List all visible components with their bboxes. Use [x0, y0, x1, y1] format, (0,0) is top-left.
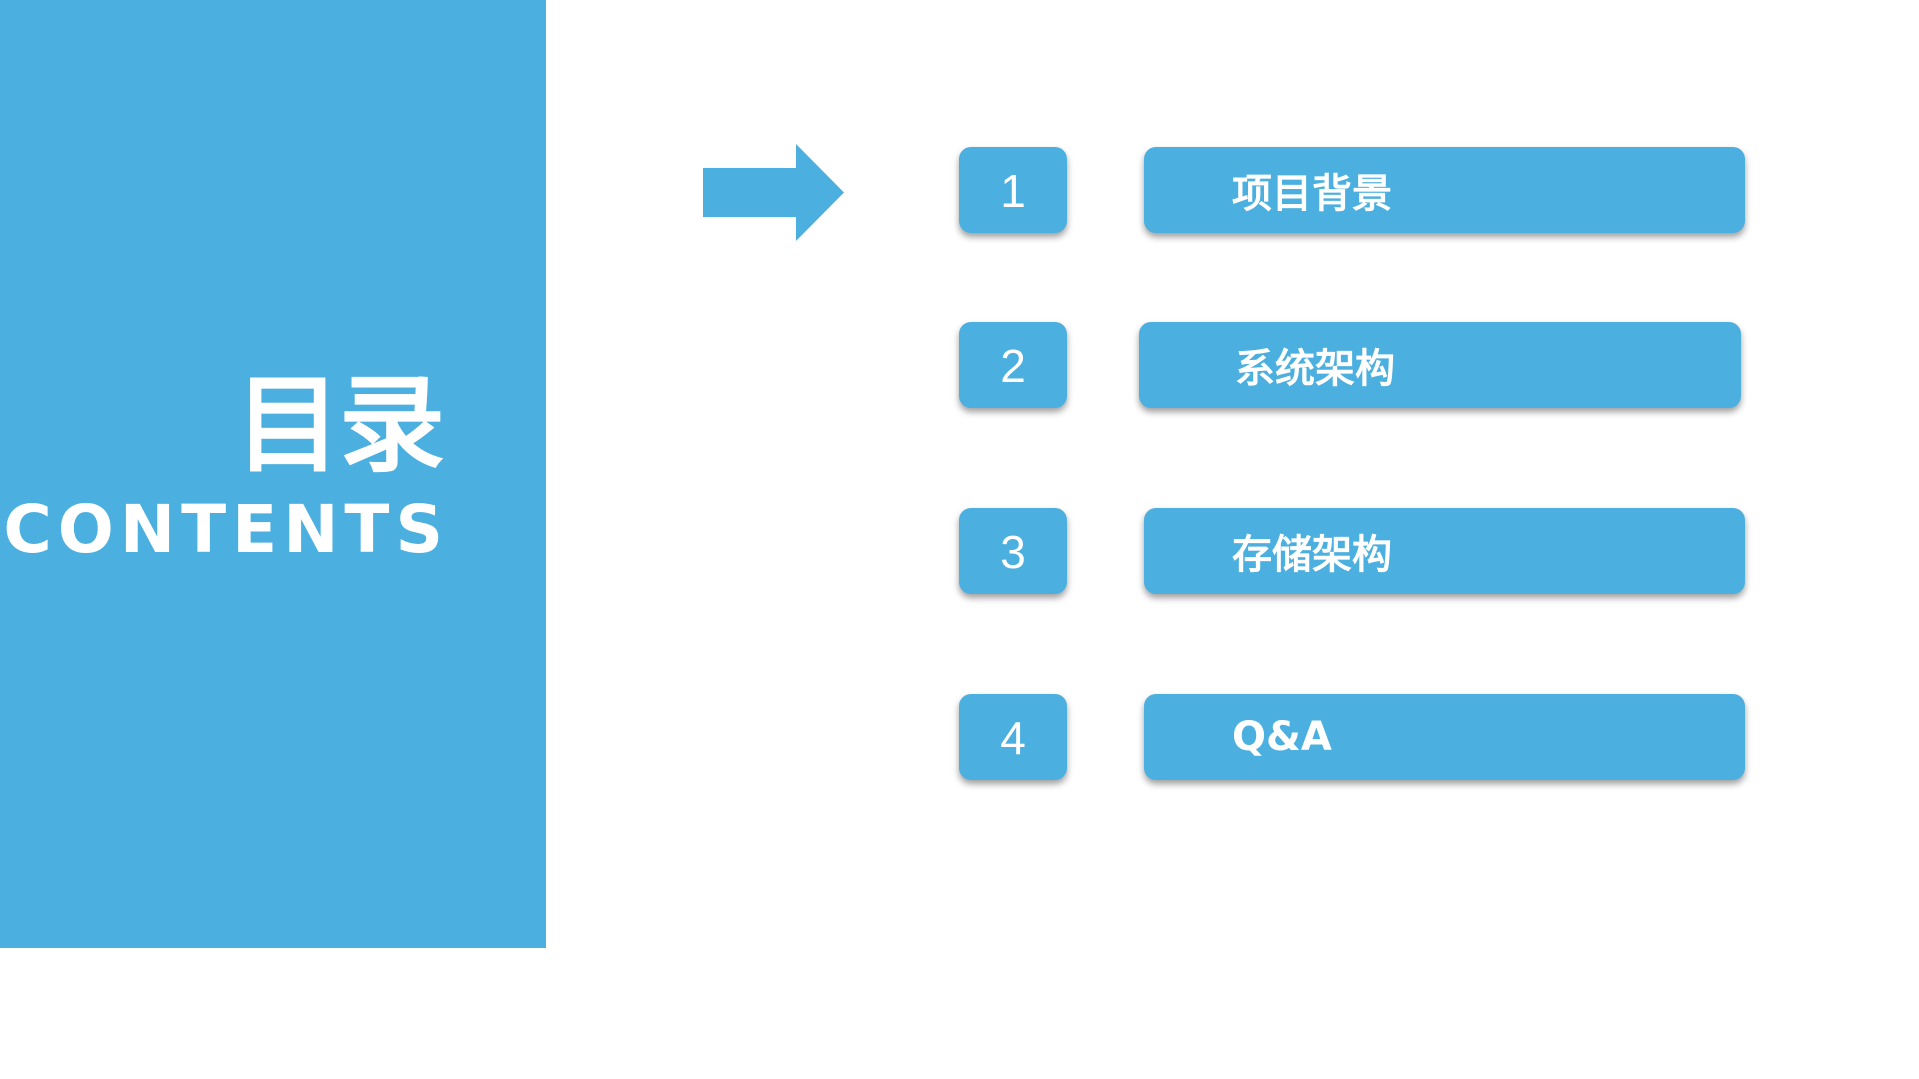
left-title-panel: 目录 CONTENTS — [0, 0, 546, 948]
item-label-4[interactable]: Q&A — [1144, 694, 1745, 780]
item-label-3[interactable]: 存储架构 — [1144, 508, 1745, 594]
title-english: CONTENTS — [3, 491, 449, 568]
item-number-1[interactable]: 1 — [959, 147, 1067, 233]
item-number-4[interactable]: 4 — [959, 694, 1067, 780]
item-number-2[interactable]: 2 — [959, 322, 1067, 408]
item-number-3[interactable]: 3 — [959, 508, 1067, 594]
item-label-2[interactable]: 系统架构 — [1139, 322, 1741, 408]
item-label-1[interactable]: 项目背景 — [1144, 147, 1745, 233]
arrow-right-icon — [703, 144, 844, 241]
title-chinese: 目录 — [235, 364, 445, 487]
